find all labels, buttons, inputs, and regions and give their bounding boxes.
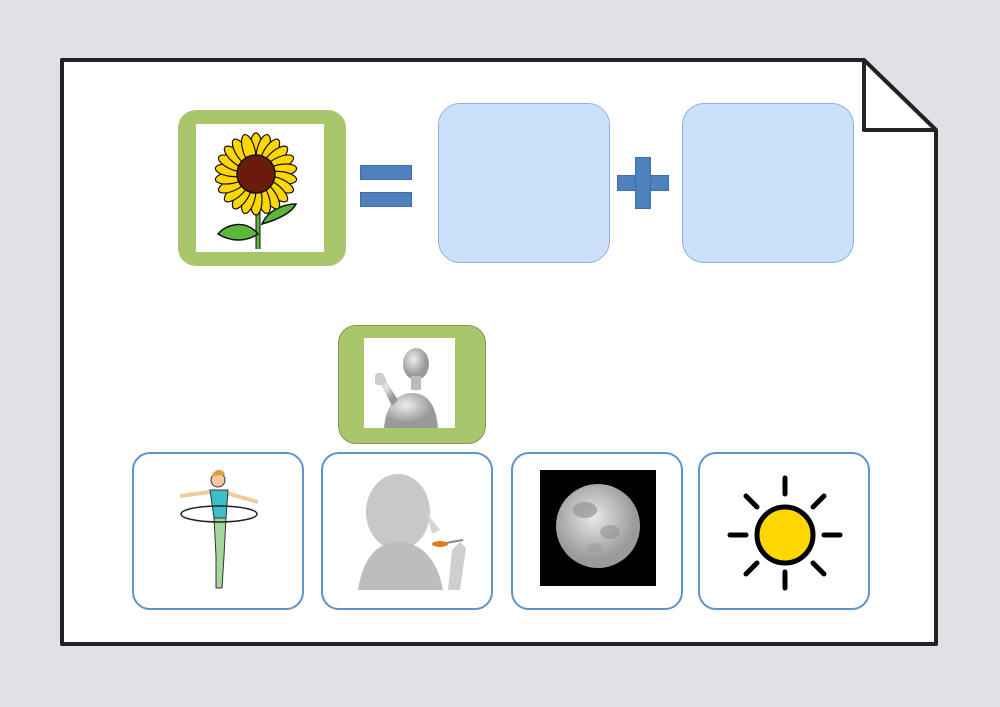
option-card-moon[interactable] — [511, 452, 683, 610]
sunflower-icon — [214, 132, 298, 249]
folded-corner — [862, 58, 938, 132]
option-card-sun[interactable] — [698, 452, 870, 610]
full-moon-icon — [556, 484, 640, 568]
answer-slot-1[interactable] — [438, 103, 610, 263]
person-thumbs-up-icon — [375, 348, 438, 428]
dancer-spinning-icon — [179, 469, 259, 589]
hint-picture-card — [338, 325, 486, 444]
person-eating-icon — [358, 474, 466, 590]
option-card-eating[interactable] — [321, 452, 493, 610]
sun-icon — [727, 475, 843, 591]
answer-slot-2[interactable] — [682, 103, 854, 263]
target-picture-card — [178, 110, 346, 266]
option-card-dancer[interactable] — [132, 452, 304, 610]
